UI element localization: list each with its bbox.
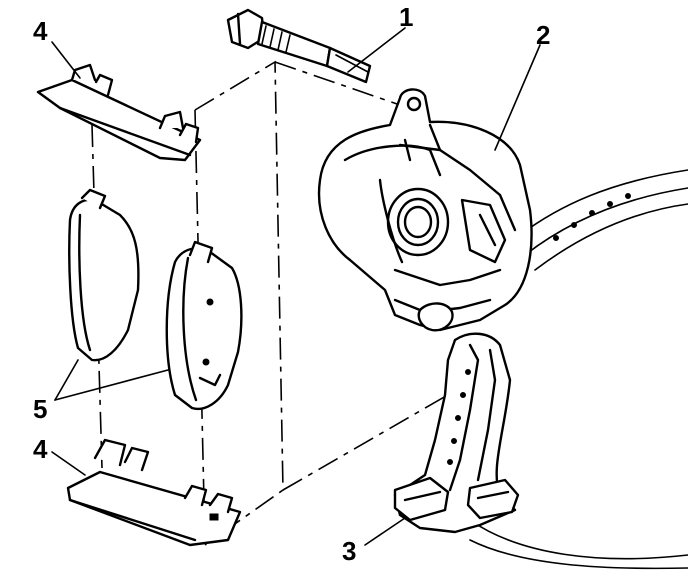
brake-caliper — [317, 88, 533, 332]
caliper-mounting-bolt — [226, 8, 372, 84]
outboard-brake-pad — [68, 188, 140, 362]
callout-lower-clip-number: 4 — [33, 434, 48, 464]
lower-pad-retainer-clip — [66, 438, 242, 547]
rotor-vent-holes — [553, 193, 631, 241]
callout-bolt-number: 1 — [399, 2, 413, 32]
bracket-bolt-holes — [447, 369, 471, 465]
callout-bracket-number: 3 — [342, 536, 356, 566]
brake-rotor — [469, 169, 688, 570]
callout-upper-clip-number: 4 — [33, 16, 48, 46]
upper-pad-retainer-clip — [36, 63, 202, 162]
callout-pads-number: 5 — [33, 394, 47, 424]
caliper-mounting-bracket — [393, 332, 520, 534]
callout-caliper-number: 2 — [536, 20, 550, 50]
callout-leaders — [51, 27, 541, 546]
inboard-brake-pad — [165, 240, 243, 411]
